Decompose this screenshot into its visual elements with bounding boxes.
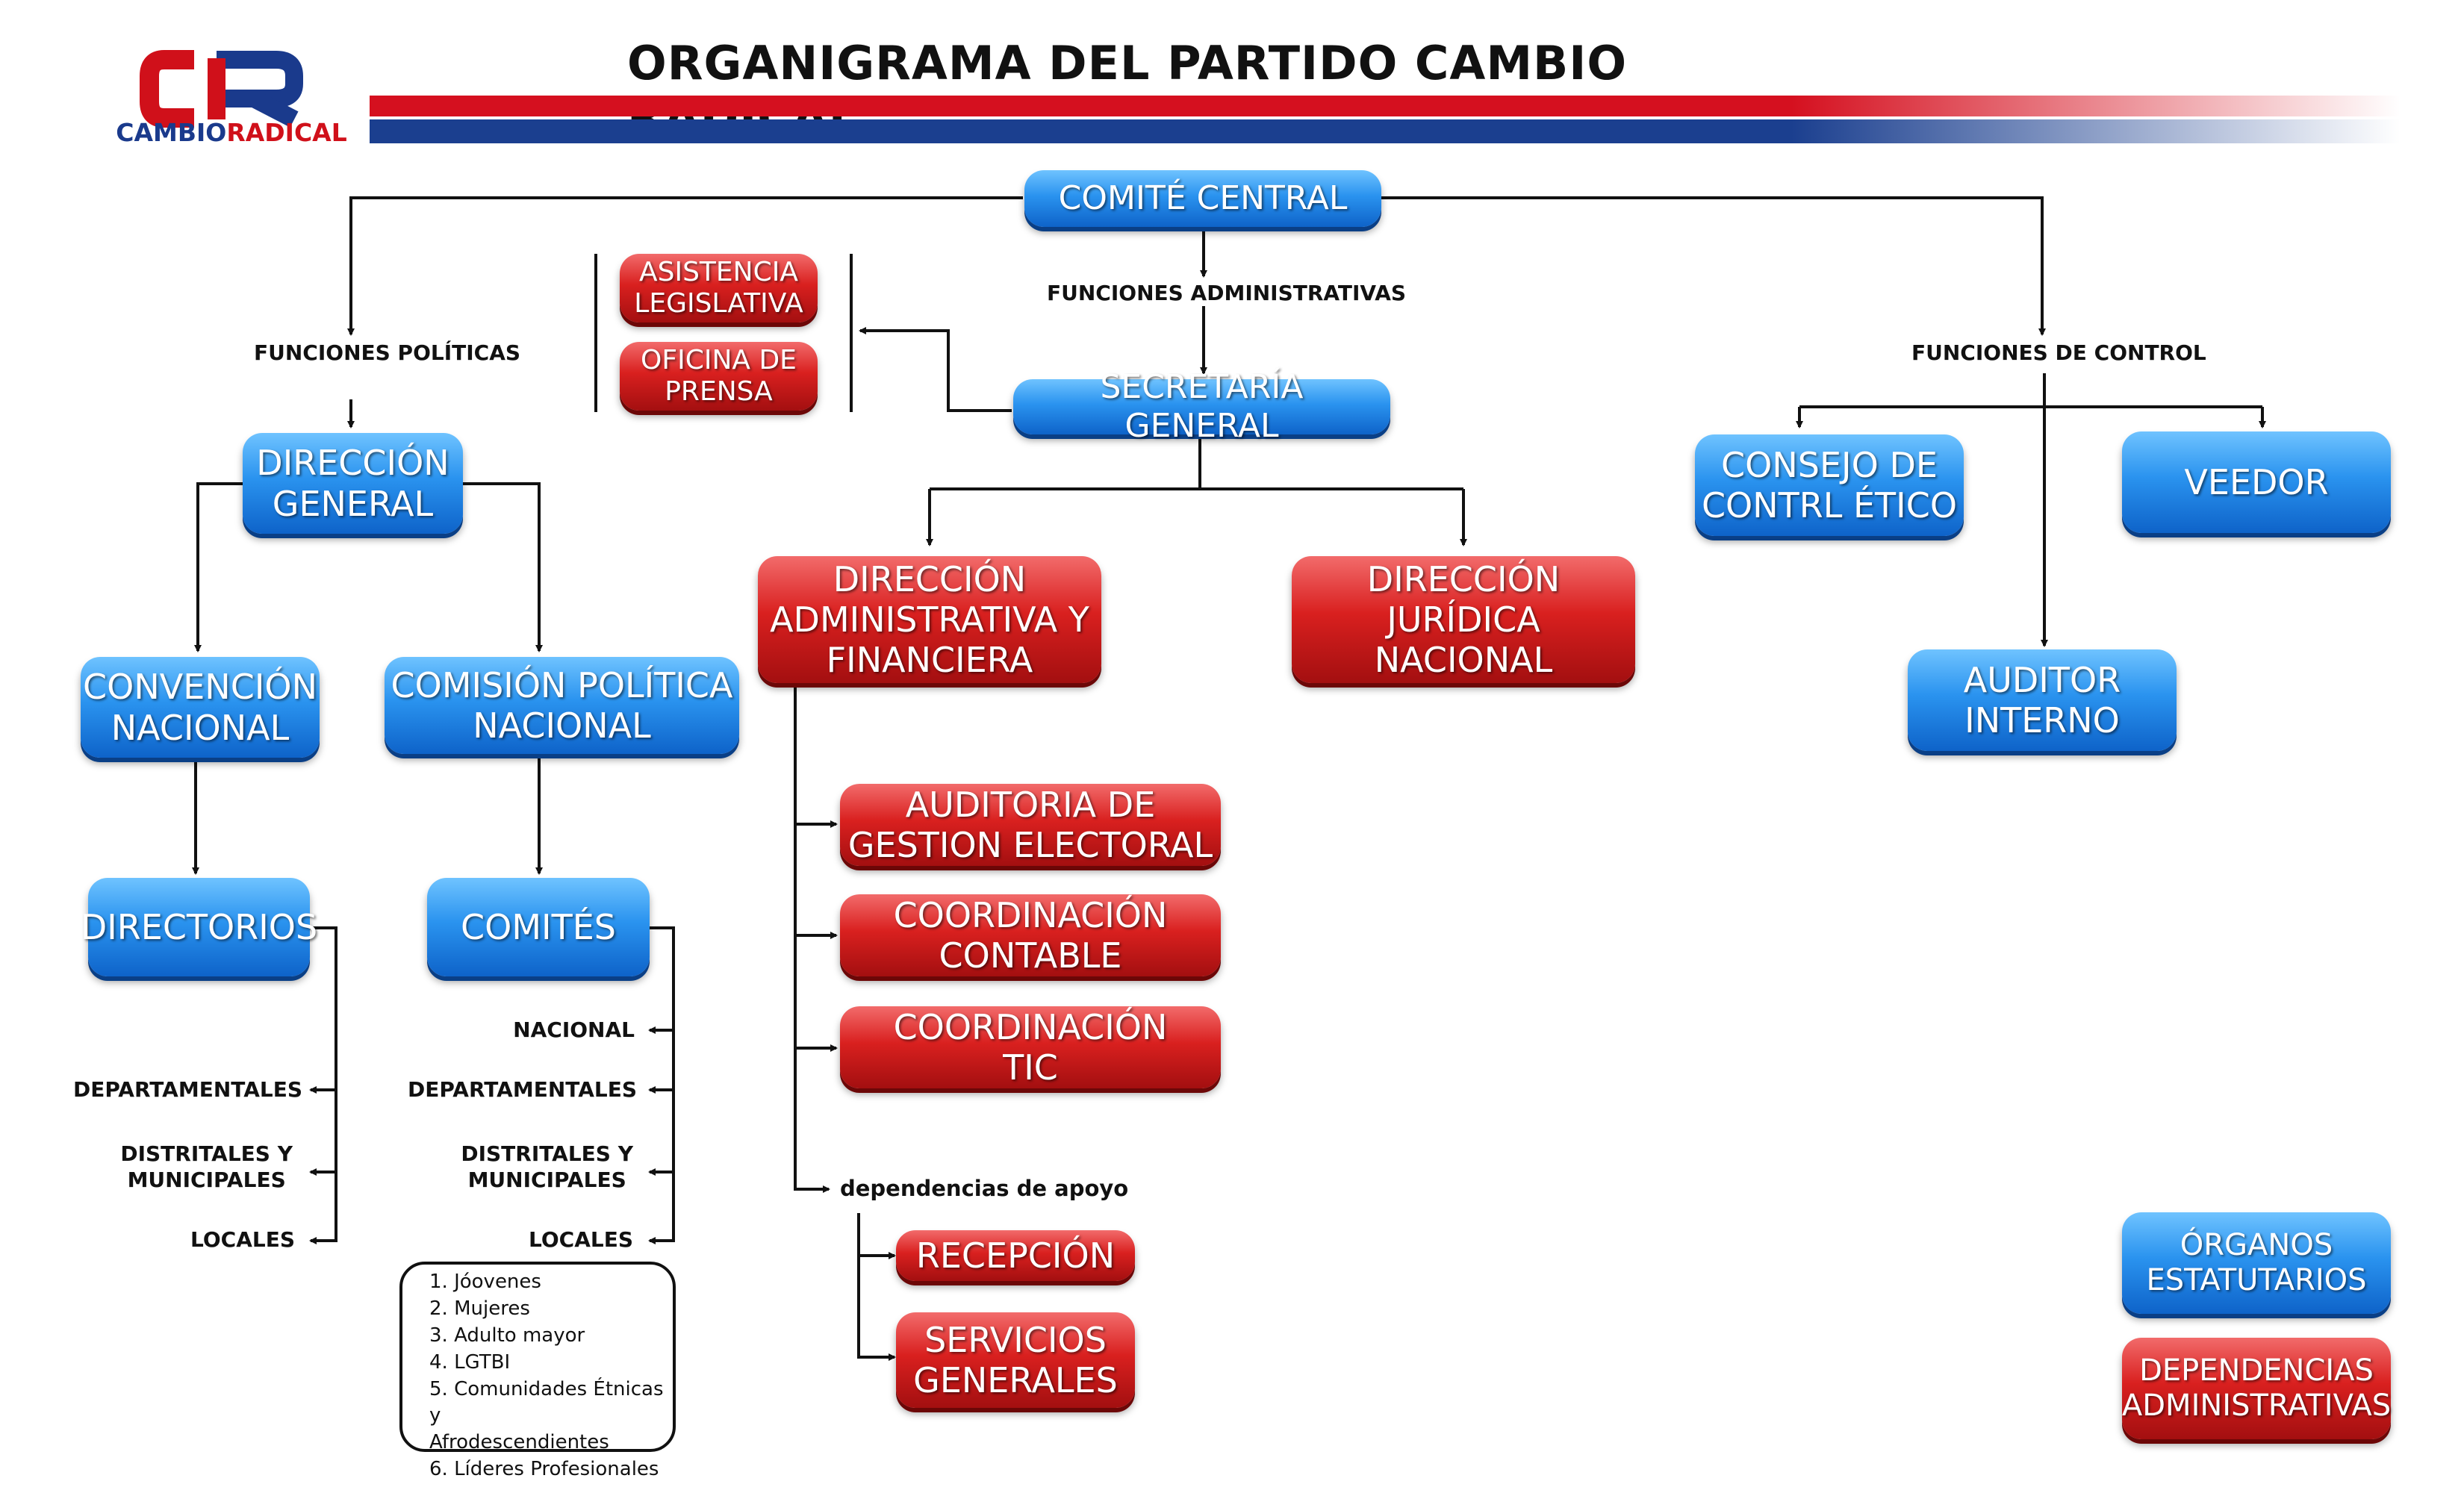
list-item: 3. Adulto mayor <box>429 1324 585 1347</box>
node-comite-central: COMITÉ CENTRAL <box>1024 170 1381 227</box>
node-asistencia-legislativa: ASISTENCIA LEGISLATIVA <box>620 254 818 322</box>
header-band-red <box>370 96 2401 116</box>
logo-word-cambio: CAMBIO <box>116 118 227 147</box>
node-auditor-interno: AUDITOR INTERNO <box>1908 649 2177 751</box>
list-item: Afrodescendientes <box>429 1431 609 1454</box>
list-item: 1. Jóovenes <box>429 1271 541 1293</box>
node-direccion-juridica: DIRECCIÓN JURÍDICA NACIONAL <box>1292 556 1635 683</box>
comites-groups-list: 1. Jóovenes 2. Mujeres 3. Adulto mayor 4… <box>399 1262 676 1480</box>
node-coordinacion-tic: COORDINACIÓN TIC <box>840 1006 1221 1088</box>
node-consejo-etico: CONSEJO DE CONTRL ÉTICO <box>1695 434 1964 536</box>
list-item: 2. Mujeres <box>429 1297 530 1320</box>
node-comites: COMITÉS <box>427 878 650 976</box>
label-funciones-politicas: FUNCIONES POLÍTICAS <box>254 340 521 365</box>
directorios-level-departamentales: DEPARTAMENTALES <box>72 1077 302 1102</box>
node-secretaria-general: SECRETARÍA GENERAL <box>1013 368 1390 445</box>
logo-wordmark: CAMBIORADICAL <box>105 118 358 147</box>
node-veedor: VEEDOR <box>2122 431 2391 533</box>
legend-organos-estatutarios: ÓRGANOS ESTATUTARIOS <box>2122 1212 2391 1314</box>
comites-level-locales: LOCALES <box>529 1227 633 1252</box>
comites-level-departamentales: DEPARTAMENTALES <box>407 1077 637 1102</box>
node-direccion-administrativa: DIRECCIÓN ADMINISTRATIVA Y FINANCIERA <box>758 556 1101 683</box>
label-funciones-control: FUNCIONES DE CONTROL <box>1911 340 2206 365</box>
node-coordinacion-contable: COORDINACIÓN CONTABLE <box>840 894 1221 976</box>
node-recepcion: RECEPCIÓN <box>896 1230 1135 1281</box>
node-directorios: DIRECTORIOS <box>81 878 317 976</box>
comites-level-distritales: DISTRITALES Y MUNICIPALES <box>461 1141 633 1192</box>
list-item: 5. Comunidades Étnicas y <box>429 1377 664 1427</box>
label-funciones-administrativas: FUNCIONES ADMINISTRATIVAS <box>1047 281 1407 305</box>
header-band-blue <box>370 119 2401 143</box>
node-auditoria-gestion: AUDITORIA DE GESTION ELECTORAL <box>840 784 1221 866</box>
label-dependencias-apoyo: dependencias de apoyo <box>840 1176 1129 1201</box>
comites-level-nacional: NACIONAL <box>513 1017 635 1042</box>
node-servicios-generales: SERVICIOS GENERALES <box>896 1312 1135 1408</box>
node-convencion-nacional: CONVENCIÓN NACIONAL <box>81 657 320 758</box>
cambio-radical-logo <box>140 50 303 128</box>
logo-word-radical: RADICAL <box>226 118 347 147</box>
list-item: 4. LGTBI <box>429 1350 511 1374</box>
node-direccion-general: DIRECCIÓN GENERAL <box>243 433 463 534</box>
directorios-level-locales: LOCALES <box>190 1227 295 1252</box>
legend-dependencias-administrativas: DEPENDENCIAS ADMINISTRATIVAS <box>2122 1338 2391 1439</box>
list-item: 6. Líderes Profesionales <box>429 1458 659 1481</box>
node-oficina-prensa: OFICINA DE PRENSA <box>620 342 818 411</box>
node-comision-politica: COMISIÓN POLÍTICA NACIONAL <box>385 657 739 754</box>
directorios-level-distritales: DISTRITALES Y MUNICIPALES <box>120 1141 293 1192</box>
